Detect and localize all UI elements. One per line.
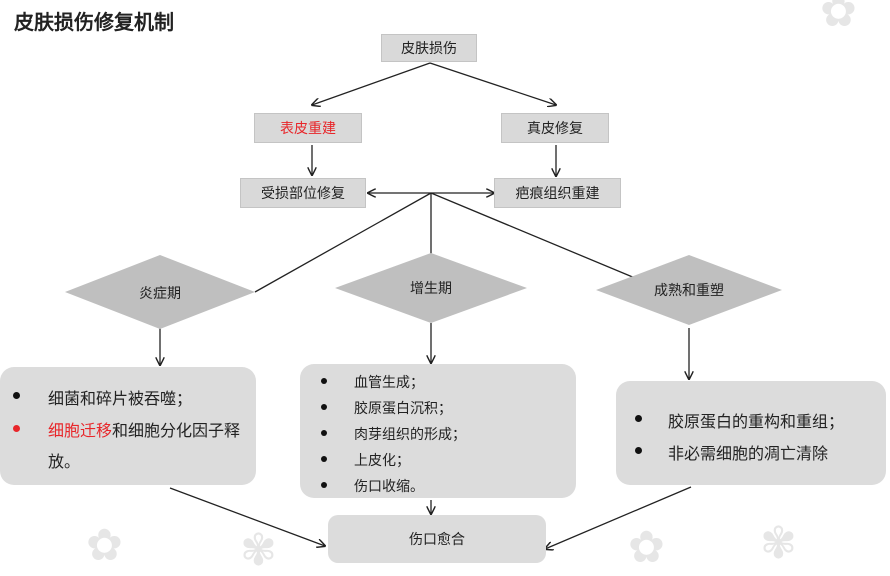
node-wound-healing: 伤口愈合 [328, 515, 546, 563]
node-dermis-repair: 真皮修复 [501, 113, 609, 143]
list-item: 上皮化； [321, 450, 410, 470]
bullet-icon [321, 456, 327, 462]
list-item-text: 胶原蛋白沉积； [354, 401, 452, 417]
diamond-proliferation [335, 253, 527, 323]
connector-lines [65, 62, 782, 563]
arrow-inflammation-healing [169, 487, 325, 546]
phase-remodeling-label: 成熟和重塑 [654, 283, 724, 299]
card-remodeling: 胶原蛋白的重构和重组； 非必需细胞的凋亡清除 [616, 381, 886, 485]
arrow-root-dermis [429, 62, 556, 105]
list-item: 细菌和碎片被吞噬； [13, 385, 248, 409]
list-item-text: 和细胞分化因子释放。 [48, 421, 241, 471]
bullet-icon [321, 378, 327, 384]
arrow-root-epidermis [312, 62, 431, 105]
diamond-inflammation [65, 255, 255, 329]
list-item-highlight: 细胞迁移 [48, 421, 113, 440]
list-item: 胶原蛋白的重构和重组； [635, 408, 845, 432]
list-item: 肉芽组织的形成； [321, 424, 466, 444]
node-skin-damage: 皮肤损伤 [381, 34, 477, 62]
list-item: 细胞迁移和细胞分化因子释放。 [13, 415, 246, 477]
list-item: 非必需细胞的凋亡清除 [635, 440, 829, 464]
line-to-inflammation [254, 192, 432, 293]
node-damaged-site-repair: 受损部位修复 [240, 178, 366, 208]
list-item-text: 细菌和碎片被吞噬； [48, 389, 193, 408]
list-item-text: 胶原蛋白的重构和重组； [668, 412, 845, 431]
phase-inflammation-label: 炎症期 [139, 286, 181, 302]
list-item: 伤口收缩。 [321, 476, 424, 496]
list-item-text: 上皮化； [354, 453, 410, 469]
arrow-remodeling-healing [545, 486, 692, 549]
bullet-icon [13, 392, 20, 399]
list-item: 血管生成； [321, 372, 424, 392]
bullet-icon [635, 447, 642, 454]
card-inflammation: 细菌和碎片被吞噬； 细胞迁移和细胞分化因子释放。 [0, 367, 256, 485]
list-item-text: 肉芽组织的形成； [354, 427, 466, 443]
list-item-text: 血管生成； [354, 375, 424, 391]
bullet-icon [321, 482, 327, 488]
list-item-text: 非必需细胞的凋亡清除 [668, 444, 829, 463]
line-to-remodeling [430, 192, 636, 279]
list-item: 胶原蛋白沉积； [321, 398, 452, 418]
page-title: 皮肤损伤修复机制 [14, 10, 174, 34]
node-scar-rebuild: 疤痕组织重建 [494, 178, 621, 208]
bullet-icon [635, 415, 642, 422]
leaf-decoration-icon: ✾ [760, 518, 797, 569]
node-epidermis-rebuild: 表皮重建 [254, 113, 362, 143]
phase-proliferation-label: 增生期 [410, 281, 452, 297]
bullet-icon [13, 425, 20, 432]
leaf-decoration-icon: ✿ [820, 0, 857, 37]
card-proliferation: 血管生成； 胶原蛋白沉积； 肉芽组织的形成； 上皮化； 伤口收缩。 [300, 364, 576, 498]
bullet-icon [321, 404, 327, 410]
diamond-remodeling [596, 255, 782, 325]
bullet-icon [321, 430, 327, 436]
list-item-text: 伤口收缩。 [354, 479, 424, 495]
